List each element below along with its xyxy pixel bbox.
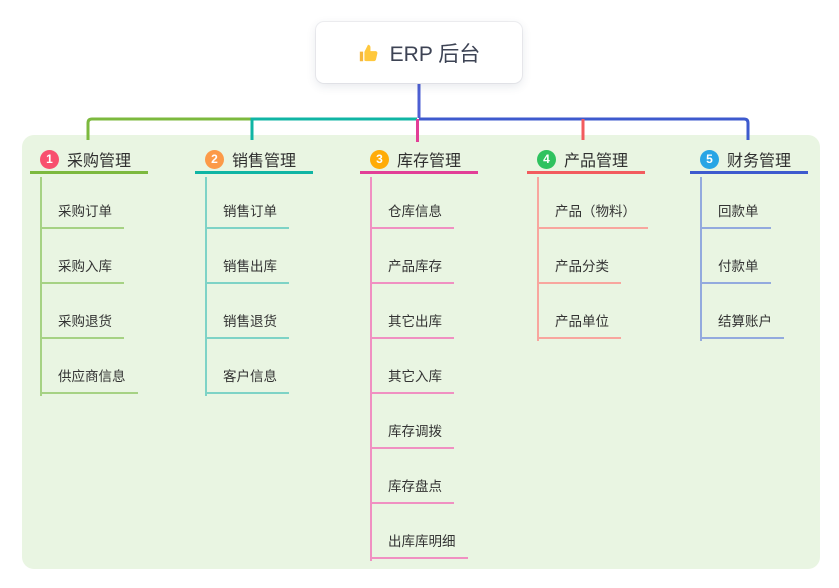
mindmap-node[interactable]: 产品库存 (370, 248, 454, 284)
mindmap-node[interactable]: 产品分类 (537, 248, 621, 284)
branch-sales: 2 销售管理 销售订单 销售出库 销售退货 客户信息 (195, 149, 355, 396)
badge-number: 3 (370, 149, 389, 169)
mindmap-node[interactable]: 产品（物料） (537, 193, 648, 229)
root-node-erp-backend[interactable]: ERP 后台 (316, 22, 522, 83)
branch-header-product[interactable]: 4 产品管理 (527, 149, 645, 174)
mindmap-node[interactable]: 销售订单 (205, 193, 289, 229)
badge-number: 5 (700, 149, 719, 169)
mindmap-background-panel (22, 135, 820, 569)
root-node-label: ERP 后台 (389, 42, 481, 66)
branch-header-inventory[interactable]: 3 库存管理 (360, 149, 478, 174)
mindmap-node[interactable]: 出库库明细 (370, 523, 468, 559)
mindmap-node[interactable]: 结算账户 (700, 303, 784, 339)
mindmap-node[interactable]: 其它入库 (370, 358, 454, 394)
branch-inventory: 3 库存管理 仓库信息 产品库存 其它出库 其它入库 库存调拨 库存盘点 出库库… (360, 149, 520, 561)
mindmap-node[interactable]: 销售退货 (205, 303, 289, 339)
branch-finance: 5 财务管理 回款单 付款单 结算账户 (690, 149, 839, 341)
branch-label: 采购管理 (67, 153, 132, 170)
mindmap-node[interactable]: 客户信息 (205, 358, 289, 394)
branch-trunk-line (40, 177, 42, 396)
branch-trunk-line (537, 177, 539, 341)
branch-product: 4 产品管理 产品（物料） 产品分类 产品单位 (527, 149, 687, 341)
mindmap-node[interactable]: 产品单位 (537, 303, 621, 339)
branch-purchase: 1 采购管理 采购订单 采购入库 采购退货 供应商信息 (30, 149, 190, 396)
mindmap-node[interactable]: 回款单 (700, 193, 771, 229)
branch-label: 产品管理 (564, 153, 629, 170)
branch-label: 库存管理 (397, 153, 462, 170)
branch-trunk-line (370, 177, 372, 561)
mindmap-node[interactable]: 采购退货 (40, 303, 124, 339)
mindmap-node[interactable]: 库存盘点 (370, 468, 454, 504)
mindmap-node[interactable]: 采购入库 (40, 248, 124, 284)
branch-trunk-line (205, 177, 207, 396)
mindmap-node[interactable]: 库存调拨 (370, 413, 454, 449)
branch-label: 销售管理 (232, 153, 297, 170)
branch-trunk-line (700, 177, 702, 341)
badge-number: 4 (537, 149, 556, 169)
mindmap-node[interactable]: 付款单 (700, 248, 771, 284)
mindmap-node[interactable]: 其它出库 (370, 303, 454, 339)
branch-header-purchase[interactable]: 1 采购管理 (30, 149, 148, 174)
mindmap-node[interactable]: 采购订单 (40, 193, 124, 229)
thumbs-up-icon (358, 42, 380, 64)
mindmap-node[interactable]: 销售出库 (205, 248, 289, 284)
branch-header-finance[interactable]: 5 财务管理 (690, 149, 808, 174)
badge-number: 1 (40, 149, 59, 169)
mindmap-node[interactable]: 供应商信息 (40, 358, 138, 394)
badge-number: 2 (205, 149, 224, 169)
branch-header-sales[interactable]: 2 销售管理 (195, 149, 313, 174)
mindmap-node[interactable]: 仓库信息 (370, 193, 454, 229)
branch-label: 财务管理 (727, 153, 792, 170)
